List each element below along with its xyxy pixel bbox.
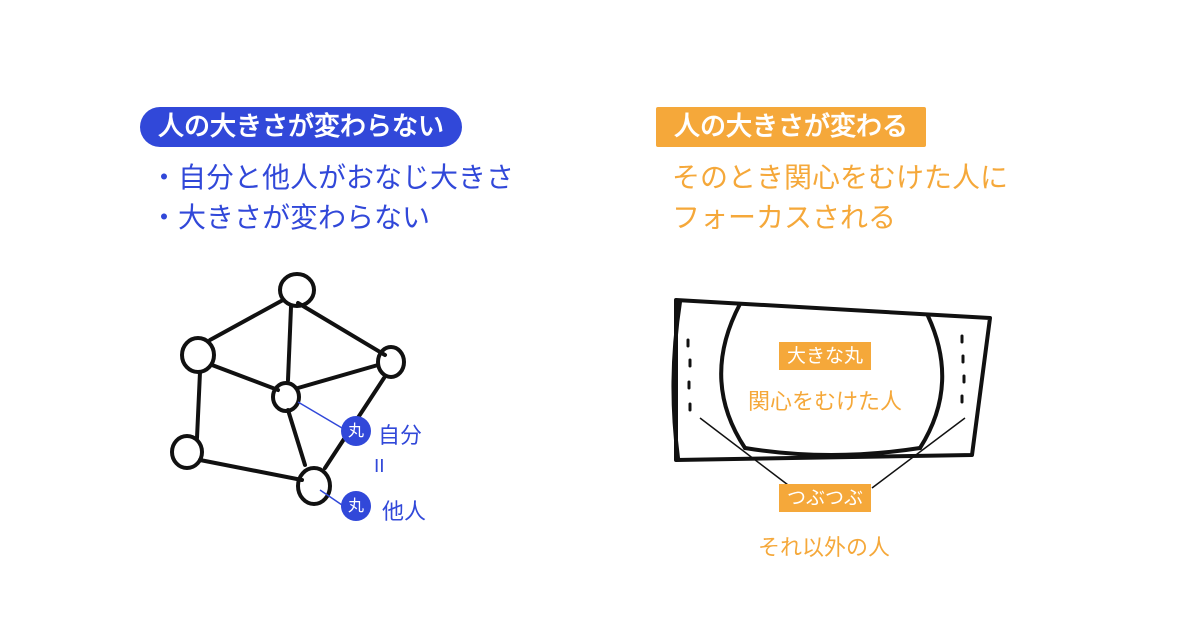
other-badge: 丸 (341, 491, 371, 521)
big-circle-bottom (743, 446, 922, 457)
self-badge: 丸 (341, 416, 371, 446)
heading-size-unchanged: 人の大きさが変わらない (140, 107, 463, 147)
bullet-same-size: ・自分と他人がおなじ大きさ (150, 161, 515, 194)
big-circle-left (719, 302, 747, 450)
small-dots (686, 334, 966, 412)
connector-self (297, 401, 343, 429)
node-self (271, 381, 301, 413)
description-line-1: そのとき関心をむけた人に (672, 161, 1009, 194)
heading-size-changes: 人の大きさが変わる (656, 107, 927, 147)
big-circle-tag: 大きな丸 (779, 342, 872, 370)
connector-dots-right (871, 417, 966, 489)
focus-frame (674, 298, 992, 462)
other-label: 他人 (382, 500, 427, 525)
left-bullet-list: ・自分と他人がおなじ大きさ ・大きさが変わらない (150, 158, 514, 238)
node-left (180, 336, 216, 374)
big-circle-right (918, 314, 945, 450)
node-bottom-left (170, 434, 204, 470)
right-description: そのとき関心をむけた人に フォーカスされる (672, 158, 1008, 238)
node-right (376, 345, 406, 379)
equals-sign: II (374, 456, 385, 477)
node-other (296, 466, 332, 506)
bullet-size-unchanged: ・大きさが変わらない (150, 201, 431, 234)
big-circle-text: 関心をむけた人 (748, 390, 903, 415)
small-dots-tag: つぶつぶ (779, 484, 872, 512)
node-top (278, 272, 316, 308)
connector-other (319, 489, 343, 506)
network-nodes (170, 272, 406, 506)
self-label: 自分 (378, 424, 423, 449)
connector-dots-left (699, 417, 793, 489)
small-dots-text: それ以外の人 (758, 536, 891, 561)
network-edges (195, 298, 387, 482)
description-line-2: フォーカスされる (672, 201, 897, 234)
